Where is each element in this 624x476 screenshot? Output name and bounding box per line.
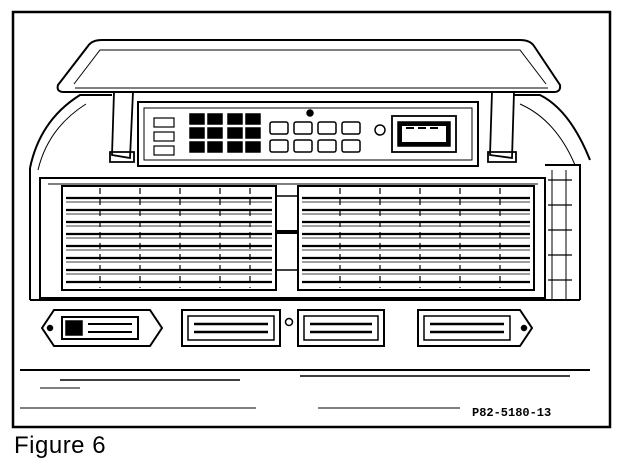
figure-caption: Figure 6 [14,432,107,459]
lower-switch-row [30,299,580,347]
right-dash-side [514,94,591,300]
upper-cover [56,39,562,93]
center-air-vents [39,177,546,299]
figure-reference-code: P82-5180-13 [472,406,551,420]
cover-struts [109,91,517,163]
climate-control-panel [137,101,479,167]
left-vent-slats [66,196,272,284]
figure-frame [11,10,612,429]
right-vent-slats [302,196,530,284]
left-dash-side [29,94,112,300]
lower-dash-lines [20,369,590,409]
